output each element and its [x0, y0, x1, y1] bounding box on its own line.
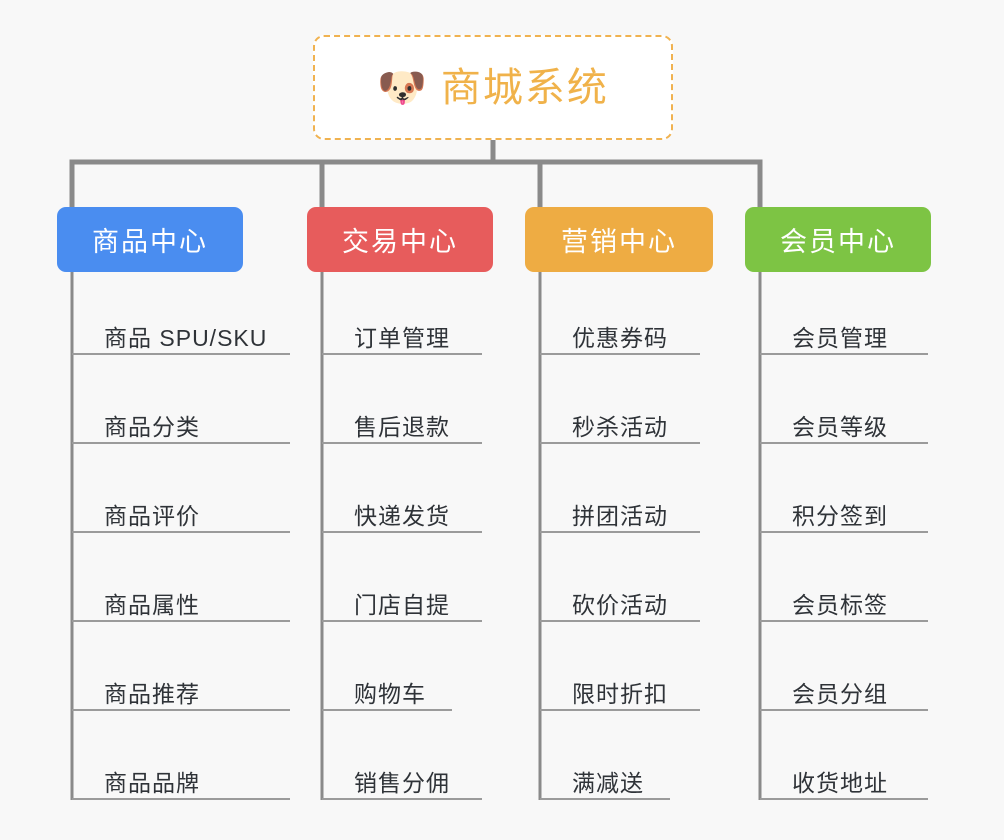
leaf-item[interactable]: 限时折扣	[540, 663, 700, 711]
leaf-item-label: 优惠券码	[572, 324, 668, 351]
leaf-item[interactable]: 拼团活动	[540, 485, 700, 533]
leaf-item[interactable]: 商品分类	[72, 396, 290, 444]
leaf-item[interactable]: 会员管理	[760, 307, 928, 355]
category-header-member-center[interactable]: 会员中心	[745, 207, 931, 272]
category-header-product-center[interactable]: 商品中心	[57, 207, 243, 272]
leaf-item[interactable]: 商品属性	[72, 574, 290, 622]
leaf-item[interactable]: 会员标签	[760, 574, 928, 622]
category-header-label: 交易中心	[342, 227, 458, 257]
leaf-item[interactable]: 商品 SPU/SKU	[72, 307, 290, 355]
leaf-item-label: 商品 SPU/SKU	[104, 324, 268, 351]
category-header-label: 会员中心	[780, 227, 896, 257]
leaf-item-label: 积分签到	[792, 502, 888, 529]
leaf-item[interactable]: 砍价活动	[540, 574, 700, 622]
leaf-item-label: 满减送	[572, 769, 644, 796]
leaf-item[interactable]: 会员等级	[760, 396, 928, 444]
leaf-item-label: 限时折扣	[572, 680, 668, 707]
leaf-item-label: 商品评价	[104, 502, 200, 529]
leaf-item[interactable]: 收货地址	[760, 752, 928, 800]
leaf-item-label: 秒杀活动	[572, 413, 668, 440]
leaf-item[interactable]: 快递发货	[322, 485, 482, 533]
leaf-item-label: 会员分组	[792, 680, 888, 707]
leaf-item-label: 销售分佣	[354, 769, 450, 796]
leaf-item-label: 商品分类	[104, 413, 200, 440]
leaf-item[interactable]: 商品推荐	[72, 663, 290, 711]
leaf-item[interactable]: 满减送	[540, 752, 670, 800]
leaf-item-label: 售后退款	[354, 413, 450, 440]
leaf-item-label: 购物车	[354, 680, 426, 707]
leaf-item[interactable]: 购物车	[322, 663, 452, 711]
leaf-item-label: 拼团活动	[572, 502, 668, 529]
leaf-item[interactable]: 商品评价	[72, 485, 290, 533]
category-header-marketing-center[interactable]: 营销中心	[525, 207, 713, 272]
dog-face-icon: 🐶	[377, 65, 427, 110]
category-header-label: 商品中心	[92, 227, 208, 257]
leaf-item-label: 收货地址	[792, 769, 888, 796]
root-node[interactable]: 🐶 商城系统	[313, 35, 673, 140]
leaf-item[interactable]: 销售分佣	[322, 752, 482, 800]
leaf-item[interactable]: 订单管理	[322, 307, 482, 355]
leaf-item-label: 门店自提	[354, 591, 450, 618]
leaf-item-label: 商品属性	[104, 591, 200, 618]
leaf-item-label: 会员等级	[792, 413, 888, 440]
leaf-item[interactable]: 会员分组	[760, 663, 928, 711]
root-title: 商城系统	[440, 65, 609, 110]
category-header-trade-center[interactable]: 交易中心	[307, 207, 493, 272]
leaf-item[interactable]: 秒杀活动	[540, 396, 700, 444]
category-header-label: 营销中心	[561, 227, 677, 257]
leaf-item-label: 商品推荐	[104, 680, 200, 707]
leaf-item-label: 会员标签	[792, 591, 888, 618]
leaf-item[interactable]: 优惠券码	[540, 307, 700, 355]
leaf-item-label: 砍价活动	[572, 591, 668, 618]
leaf-item-label: 订单管理	[354, 324, 450, 351]
leaf-item-label: 商品品牌	[104, 769, 200, 796]
leaf-item[interactable]: 售后退款	[322, 396, 482, 444]
leaf-item[interactable]: 积分签到	[760, 485, 928, 533]
leaf-item[interactable]: 门店自提	[322, 574, 482, 622]
leaf-item[interactable]: 商品品牌	[72, 752, 290, 800]
leaf-item-label: 会员管理	[792, 324, 888, 351]
leaf-item-label: 快递发货	[354, 502, 450, 529]
